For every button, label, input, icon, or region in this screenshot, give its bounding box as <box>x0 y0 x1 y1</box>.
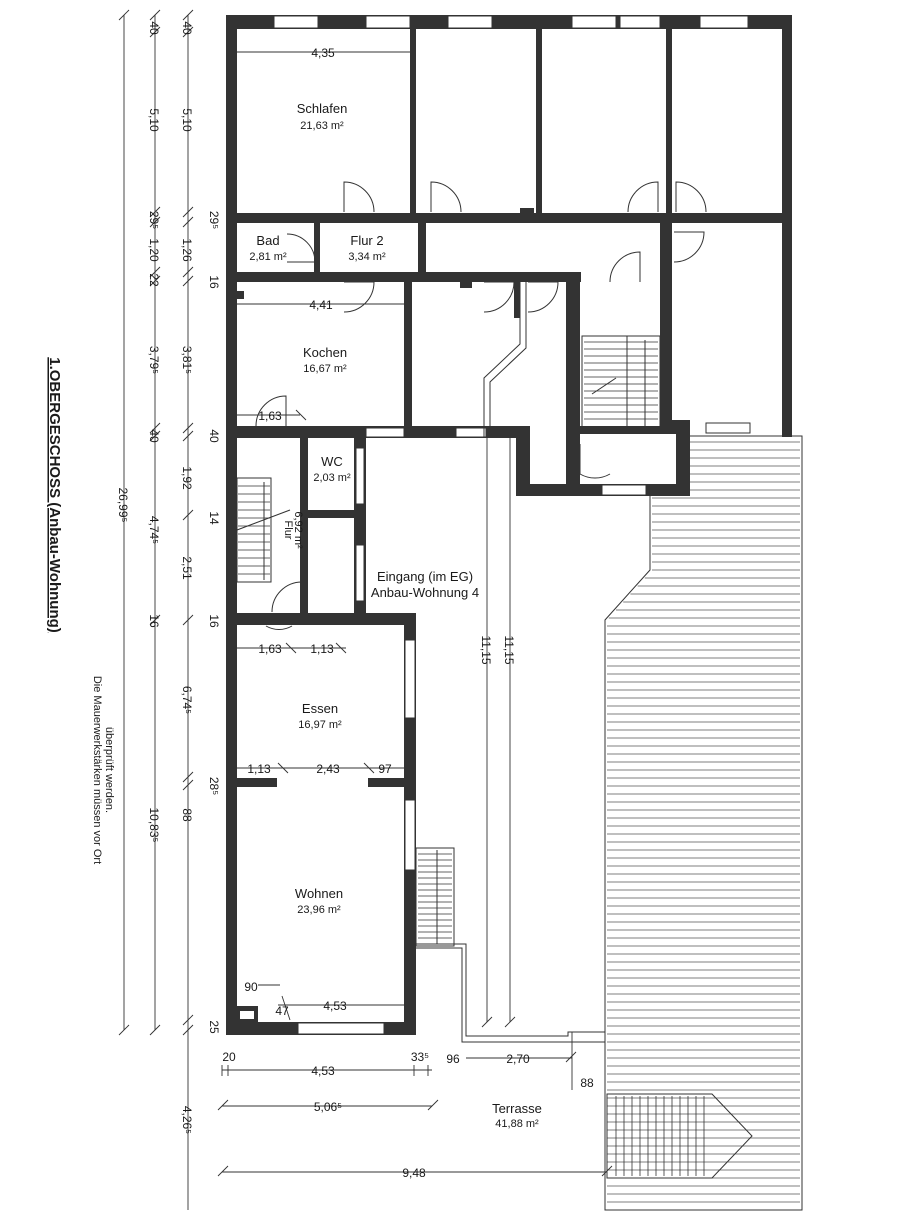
dim-l-wall3: 22 <box>147 273 161 287</box>
dim-r-kochen: 3,81⁵ <box>180 346 194 374</box>
stairs <box>236 278 661 1043</box>
dim-step-depth: 88 <box>580 1076 594 1090</box>
room-area-wc: 2,03 m² <box>313 472 351 484</box>
dim-bottom-wall-left: 20 <box>222 1050 236 1064</box>
dim-r-wall2: 29⁵ <box>207 211 221 229</box>
room-area-wohnen: 23,96 m² <box>297 904 341 916</box>
dim-r-terrace: 4,26⁵ <box>180 1106 194 1134</box>
dim-l-wall4: 40 <box>147 429 161 443</box>
dim-l-top-wall: 40 <box>147 21 161 35</box>
dim-r-wall4: 40 <box>207 429 221 443</box>
terrace-steps <box>606 1093 753 1179</box>
room-name-essen: Essen <box>302 701 338 716</box>
dim-l-wall2: 29⁵ <box>147 211 161 229</box>
dim-bottom-total: 9,48 <box>402 1166 426 1180</box>
doors <box>255 181 707 630</box>
dim-kochen-width: 4,41 <box>309 298 333 312</box>
dim-r-bad: 1,26 <box>180 238 194 262</box>
dim-essen-left: 1,63 <box>258 642 282 656</box>
dim-divider-opening: 2,43 <box>316 762 340 776</box>
dim-r-essen: 6,74⁵ <box>180 686 194 714</box>
room-area-schlafen: 21,63 m² <box>300 120 344 132</box>
dim-r-flur: 2,51 <box>180 556 194 580</box>
dim-step-length: 2,70 <box>506 1052 530 1066</box>
dim-l-flur: 4,74⁵ <box>147 516 161 544</box>
dimension-labels: 4,35 4,41 1,63 1,63 1,13 1,13 2,43 97 90… <box>222 46 594 1180</box>
dim-l-kochen: 3,79⁵ <box>147 346 161 374</box>
room-name-kochen: Kochen <box>303 345 347 360</box>
dim-schlafen-width: 4,35 <box>311 46 335 60</box>
dim-chimney-depth: 90 <box>244 980 258 994</box>
dim-r-top-wall: 40 <box>180 21 194 35</box>
room-name-flur2: Flur 2 <box>350 233 383 248</box>
room-area-bad: 2,81 m² <box>249 251 287 263</box>
dim-chimney-width: 47 <box>275 1004 289 1018</box>
dim-bottom-inner: 4,53 <box>311 1064 335 1078</box>
dim-wohnen-width: 4,53 <box>323 999 347 1013</box>
dim-r-bottom-wall: 25 <box>207 1020 221 1034</box>
dim-r-wall6: 16 <box>207 614 221 628</box>
dim-r-schlafen: 5,10 <box>180 108 194 132</box>
plan-title: 1.OBERGESCHOSS (Anbau-Wohnung) <box>46 357 63 633</box>
left-dimension-labels: 26,99⁵ 40 5,10 29⁵ 1,20 22 3,79⁵ 40 4,74… <box>116 21 221 1134</box>
dimension-lines <box>118 9 613 1210</box>
room-area-terrasse: 41,88 m² <box>495 1118 539 1130</box>
room-name-flur: Flur <box>282 521 294 540</box>
room-area-essen: 16,97 m² <box>298 719 342 731</box>
plan-note-line2: überprüft werden. <box>103 727 115 813</box>
dim-r-wc: 1,92 <box>180 466 194 490</box>
dim-bottom-outer: 5,06⁵ <box>314 1100 342 1114</box>
room-name-schlafen: Schlafen <box>297 101 348 116</box>
room-labels: Schlafen 21,63 m² Bad 2,81 m² Flur 2 3,3… <box>249 101 542 1130</box>
dim-eingang-depth-b: 11,15 <box>502 635 516 664</box>
dim-l-wall5: 16 <box>147 614 161 628</box>
dim-step-offset: 96 <box>446 1052 460 1066</box>
windows <box>273 15 751 1035</box>
room-name-wohnen: Wohnen <box>295 886 343 901</box>
dim-kochen-door: 1,63 <box>258 409 282 423</box>
room-name-wc: WC <box>321 454 343 469</box>
dim-eingang-depth-a: 11,15 <box>479 635 493 664</box>
room-area-kochen: 16,67 m² <box>303 363 347 375</box>
dim-r-wall3: 16 <box>207 275 221 289</box>
dim-l-essen-wohnen: 10,83⁵ <box>147 807 161 842</box>
entrance-label-line2: Anbau-Wohnung 4 <box>371 585 479 600</box>
room-area-flur: 6,92 m² <box>292 511 304 549</box>
room-name-bad: Bad <box>256 233 279 248</box>
dim-l-bad: 1,20 <box>147 238 161 262</box>
dim-divider-left: 1,13 <box>247 762 271 776</box>
room-area-flur2: 3,34 m² <box>348 251 386 263</box>
dim-r-divider-b: 88 <box>180 808 194 822</box>
dim-r-wall5: 14 <box>207 511 221 525</box>
dim-total-height: 26,99⁵ <box>116 487 130 522</box>
dim-bottom-wall-right: 33⁵ <box>411 1050 429 1064</box>
entrance-label-line1: Eingang (im EG) <box>377 569 473 584</box>
room-name-terrasse: Terrasse <box>492 1101 542 1116</box>
plan-note-line1: Die Mauerwerkstärken müssen vor Ort <box>91 676 103 864</box>
dim-r-divider: 28⁵ <box>207 777 221 795</box>
dim-essen-right: 1,13 <box>310 642 334 656</box>
terrace-deck <box>604 435 803 1211</box>
dim-l-schlafen: 5,10 <box>147 108 161 132</box>
dim-divider-right: 97 <box>378 762 392 776</box>
